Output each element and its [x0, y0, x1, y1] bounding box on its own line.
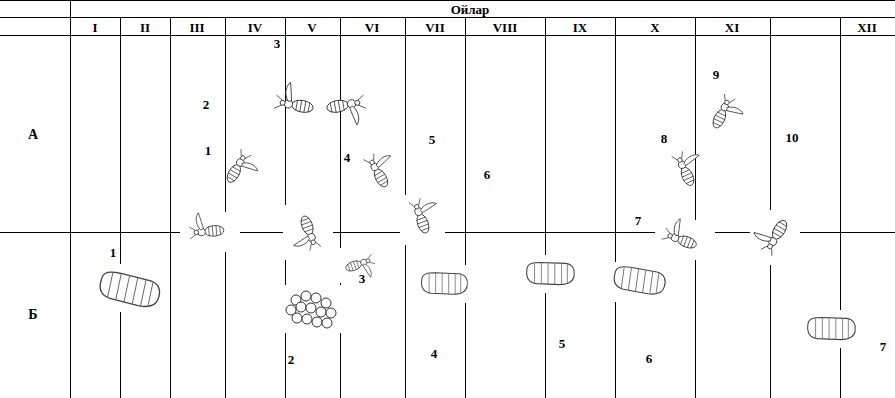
callout-number: 4 [431, 347, 438, 360]
month-label: IX [573, 21, 587, 34]
fly [662, 215, 703, 251]
callout-number: 2 [288, 353, 295, 366]
larva [527, 262, 575, 284]
callout-number: 4 [344, 151, 351, 164]
row-label: А [28, 128, 38, 142]
row-label: Б [28, 308, 37, 322]
fly [748, 210, 790, 255]
month-label: II [140, 21, 150, 34]
callout-number: 2 [203, 98, 210, 111]
month-label: XII [857, 21, 877, 34]
callout-number: 1 [110, 246, 117, 259]
fly [224, 149, 263, 192]
callout-number: 1 [205, 144, 212, 157]
fly [363, 147, 402, 190]
fly [344, 254, 379, 284]
month-label: XI [725, 21, 739, 34]
callout-number: 6 [484, 168, 491, 181]
callout-number: 5 [559, 337, 566, 350]
fly [409, 194, 445, 235]
month-label: X [650, 21, 659, 34]
callout-number: 9 [713, 68, 720, 81]
larva [97, 270, 162, 310]
month-label: V [307, 21, 316, 34]
callout-number: 7 [880, 340, 887, 353]
callout-number: 10 [786, 131, 799, 144]
fly [710, 94, 748, 136]
callout-number: 5 [429, 133, 436, 146]
month-label: VI [365, 21, 379, 34]
eggs [286, 291, 336, 328]
header-text: Ойлар [451, 3, 490, 16]
fly [188, 211, 225, 239]
larva [422, 273, 468, 294]
month-label: I [92, 21, 97, 34]
callout-number: 7 [635, 214, 642, 227]
month-label: III [189, 21, 204, 34]
callout-number: 8 [661, 132, 668, 145]
callout-number: 3 [274, 37, 281, 50]
fly [285, 214, 321, 255]
fly [672, 146, 710, 188]
month-label: IV [248, 21, 262, 34]
larva [808, 317, 856, 339]
month-label: VIII [493, 21, 518, 34]
callout-number: 3 [359, 272, 366, 285]
month-label: VII [425, 21, 445, 34]
mating-flies [274, 80, 368, 129]
callout-number: 6 [646, 352, 653, 365]
larva [613, 265, 667, 296]
